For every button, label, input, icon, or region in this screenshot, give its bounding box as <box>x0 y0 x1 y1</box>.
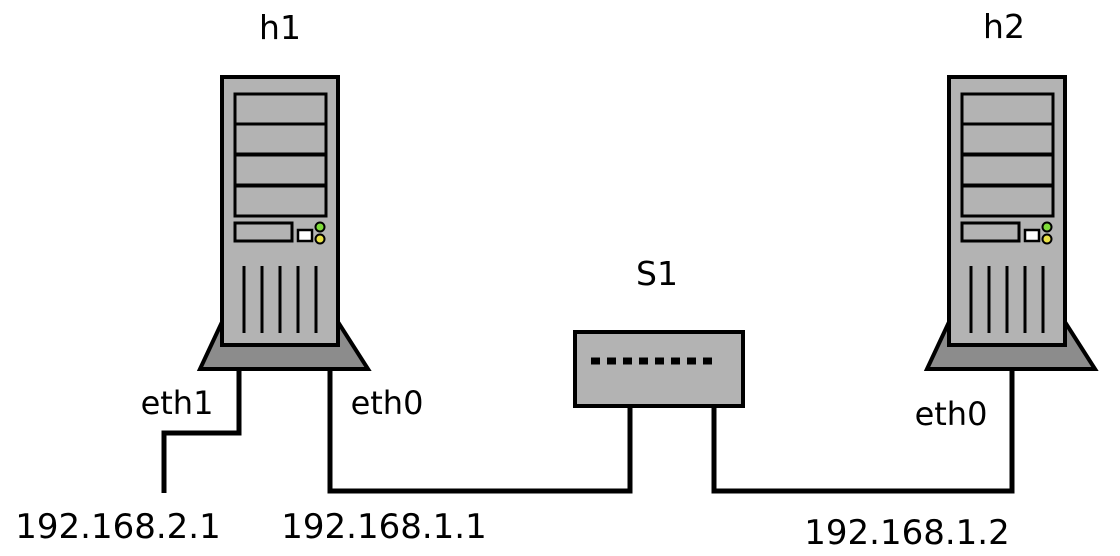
link-h1-eth1 <box>161 368 242 493</box>
h1-eth0-label: eth0 <box>351 384 424 422</box>
h1-drive-bays <box>233 92 328 218</box>
h2-power-button <box>1023 228 1041 243</box>
switch-s1-label: S1 <box>636 254 678 293</box>
link-s1-to-h2-eth0 <box>711 360 1015 494</box>
h2-drive-bays <box>960 92 1055 218</box>
h2-optical-drive <box>960 221 1021 243</box>
s1-switch-body <box>573 330 745 408</box>
links <box>161 360 1015 494</box>
h2-eth0-label: eth0 <box>915 395 988 433</box>
h1-eth0-address: 192.168.1.1 <box>281 507 486 547</box>
link-h1-eth0-to-s1 <box>327 360 633 494</box>
host-h1-server-icon <box>196 75 372 371</box>
h1-eth1-address: 192.168.2.1 <box>15 507 220 547</box>
h1-led-green <box>314 221 326 233</box>
h2-vent-slots <box>969 266 1045 333</box>
h1-eth1-label: eth1 <box>141 384 214 422</box>
h2-led-yellow <box>1041 233 1053 245</box>
h2-eth0-address: 192.168.1.2 <box>804 513 1009 553</box>
host-h2-server-icon <box>923 75 1099 371</box>
switch-s1-icon <box>573 330 745 408</box>
h1-power-button <box>296 228 314 243</box>
host-h2-label: h2 <box>983 7 1025 46</box>
h2-led-green <box>1041 221 1053 233</box>
host-h1-label: h1 <box>259 8 301 47</box>
h1-vent-slots <box>242 266 318 333</box>
h1-led-yellow <box>314 233 326 245</box>
h1-optical-drive <box>233 221 294 243</box>
